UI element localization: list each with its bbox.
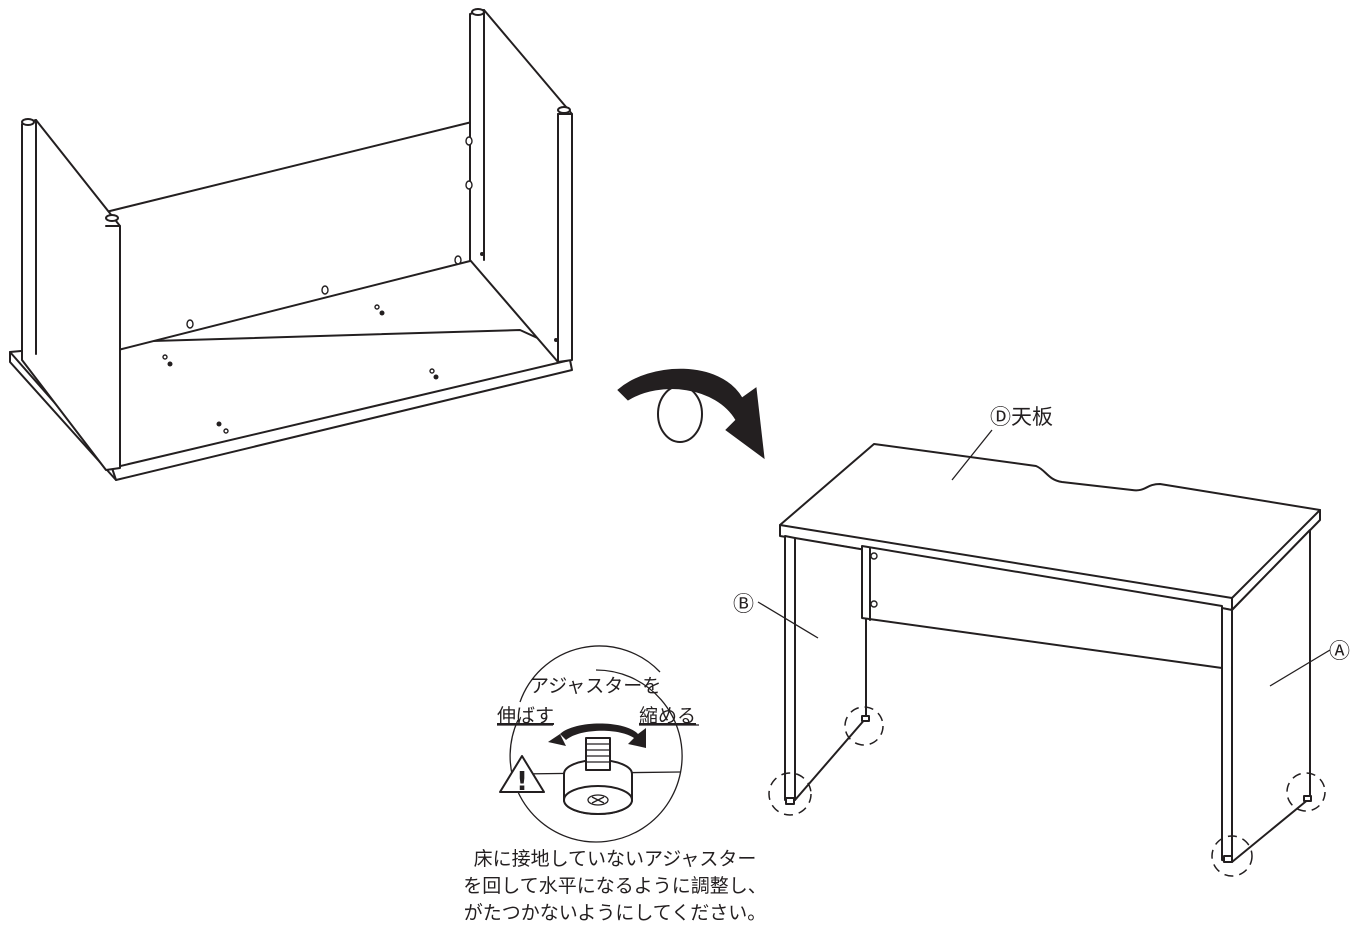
instruction-line-2: を回して水平になるように調整し、 [463,875,767,897]
upside-down-desk-illustration [9,8,573,481]
instruction-line-3: がたつかないようにしてください。 [463,902,767,924]
adjuster-shorten-label: 縮める [639,705,696,727]
rotate-arrow-small-icon [560,723,646,748]
label-side-panel-a: Ⓐ [1329,639,1350,663]
adjuster-extend-label: 伸ばす [497,705,554,727]
adjuster-detail-illustration [509,645,683,843]
adjuster-title: アジャスターを [530,675,661,697]
svg-text:!: ! [516,767,528,797]
rotate-arrow-icon [617,368,765,460]
label-top-panel-d: Ⓓ天板 [990,405,1053,429]
warning-icon: ! [499,755,545,797]
assembled-desk-illustration [757,429,1331,877]
instruction-line-1: 床に接地していないアジャスター [473,848,757,870]
instruction-text: 床に接地していないアジャスター を回して水平になるように調整し、 がたつかないよ… [400,846,830,927]
label-side-panel-b: Ⓑ [733,592,754,616]
